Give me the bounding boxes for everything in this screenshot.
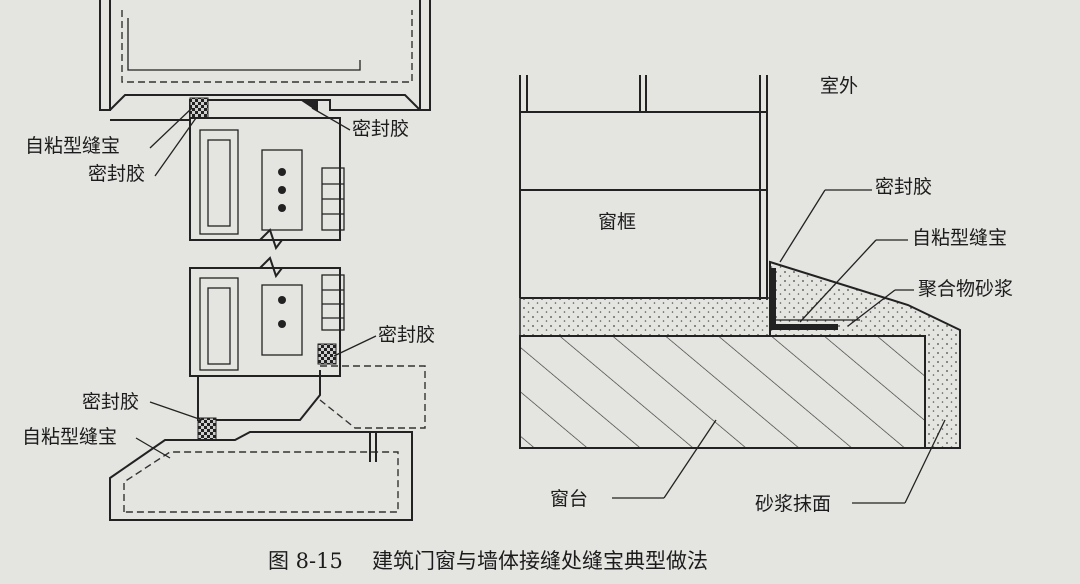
sill-profile-outline (109, 431, 413, 521)
top-frame-dashed-inner (121, 10, 413, 83)
lower-glazing-bead-inner (207, 287, 231, 365)
label-sealant: 密封胶 (875, 176, 932, 198)
label-window-frame: 窗框 (598, 211, 636, 233)
leader-tape (799, 239, 877, 323)
label-sill: 窗台 (550, 488, 588, 510)
caption-title: 建筑门窗与墙体接缝处缝宝典型做法 (372, 549, 708, 573)
label-outdoor: 室外 (820, 75, 858, 97)
upper-break-line (190, 228, 340, 251)
screed-layer (519, 297, 771, 337)
leader-mortar (904, 419, 946, 504)
leader-sill (663, 419, 717, 499)
leader-polymer (847, 289, 896, 327)
label-tape-bottom: 自粘型缝宝 (22, 426, 117, 448)
lower-dashed-insert (319, 365, 426, 429)
label-sealant-mid-right: 密封胶 (378, 324, 435, 346)
upper-chamber (261, 149, 303, 231)
upper-screw-2 (278, 186, 286, 194)
leader-sealant-top-left (154, 117, 197, 177)
caption-fig-no: 图 8-15 (268, 549, 343, 573)
lower-screw-1 (278, 296, 286, 304)
top-frame-inner-line (127, 18, 361, 71)
right-labels: 室外 密封胶 自粘型缝宝 聚合物砂浆 窗台 砂浆抹面 (550, 75, 1013, 515)
concrete-sill (519, 335, 926, 449)
lower-profile-outline (189, 267, 341, 377)
upper-profile-outline (189, 117, 341, 241)
left-labels: 自粘型缝宝 密封胶 密封胶 密封胶 密封胶 自粘型缝宝 (22, 107, 435, 459)
left-section-detail (99, 0, 431, 521)
right-section-detail: 窗框 (519, 75, 961, 449)
label-sealant-bottom-left: 密封胶 (82, 391, 139, 413)
leader-sealant-bottom-left (149, 401, 203, 421)
leader-sealant-mid-right (333, 335, 377, 357)
upper-glazing-bead-inner (207, 139, 231, 227)
top-tape-block (189, 97, 209, 119)
top-frame-right-wall (419, 0, 431, 111)
leader-tape-top (149, 107, 193, 149)
bottom-tape-block (197, 417, 217, 441)
top-frame-left-wall (99, 0, 111, 111)
label-tape-top: 自粘型缝宝 (25, 135, 120, 157)
label-tape: 自粘型缝宝 (912, 227, 1007, 249)
sill-dashed-inner (123, 451, 399, 513)
label-sealant-top-left: 密封胶 (88, 163, 145, 185)
mid-tape-block (317, 343, 337, 365)
top-frame-flange (109, 94, 421, 111)
lower-frame-profile (197, 370, 321, 421)
label-polymer-mortar: 聚合物砂浆 (918, 278, 1013, 300)
upper-screw-1 (278, 168, 286, 176)
lower-ladder (321, 274, 345, 331)
upper-glazing-bead (199, 129, 239, 235)
figure-caption: 图 8-15 建筑门窗与墙体接缝处缝宝典型做法 (268, 549, 708, 573)
label-sealant-top-right: 密封胶 (352, 118, 409, 140)
top-frame-base (110, 99, 420, 121)
leader-tape-bottom (135, 437, 171, 459)
lower-screw-2 (278, 320, 286, 328)
lower-chamber (261, 284, 303, 356)
lower-glazing-bead (199, 277, 239, 371)
leader-sealant-top-right (311, 107, 351, 131)
label-mortar-finish: 砂浆抹面 (755, 493, 831, 515)
upper-screw-3 (278, 204, 286, 212)
leader-sealant (779, 189, 826, 263)
